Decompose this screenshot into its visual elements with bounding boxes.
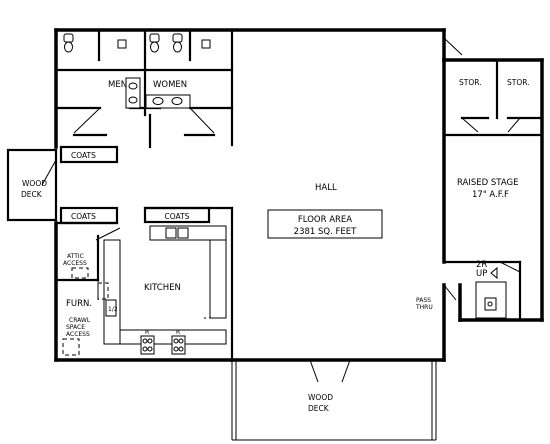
furn-label: FURN.	[66, 299, 92, 309]
wood-deck-bottom-line2: DECK	[308, 404, 330, 413]
wood-deck-left-line2: DECK	[21, 190, 43, 199]
svg-text:R: R	[145, 329, 149, 336]
floor-area-line1: FLOOR AREA	[298, 215, 352, 225]
svg-text:R: R	[176, 329, 180, 336]
hall: HALL FLOOR AREA 2381 SQ. FEET	[267, 183, 383, 239]
restroom-block: MEN WOMEN	[54, 28, 234, 149]
wood-deck-bottom-line1: WOOD	[308, 393, 333, 402]
stair-line1: 2R	[476, 260, 487, 270]
raised-stage-label: RAISED STAGE	[457, 178, 518, 188]
crawl-space-line3: ACCESS	[66, 331, 90, 338]
coats-kitchen-label: COATS	[165, 212, 190, 221]
hall-label: HALL	[315, 183, 337, 193]
coats-lower-label: COATS	[71, 212, 96, 221]
men-room-label: MEN	[108, 80, 127, 90]
right-wing: STOR. STOR. RAISED STAGE 17" A.F.F 2R UP…	[415, 37, 544, 322]
stair-line2: UP	[476, 269, 487, 279]
bottom-deck: WOOD DECK	[231, 359, 437, 441]
kitchen: COATS 1/2 R R KITCHEN ATTIC ACCESS FURN.	[54, 206, 234, 362]
attic-access-line1: ATTIC	[67, 253, 84, 260]
crawl-space-line1: CRAWL	[69, 317, 91, 324]
women-room-label: WOMEN	[153, 80, 187, 90]
wood-deck-left-line1: WOOD	[22, 179, 47, 188]
pass-thru-line1: PASS	[416, 297, 431, 304]
stor-right-label: STOR.	[507, 78, 530, 87]
crawl-space-line2: SPACE	[66, 324, 85, 331]
kitchen-label: KITCHEN	[144, 283, 181, 293]
stor-left-label: STOR.	[459, 78, 482, 87]
exterior-walls	[54, 28, 544, 362]
attic-access-line2: ACCESS	[63, 260, 87, 267]
coats-and-left-deck: COATS COATS WOOD DECK	[6, 145, 119, 225]
floor-area-line2: 2381 SQ. FEET	[294, 227, 357, 237]
svg-text:1/2: 1/2	[108, 306, 118, 313]
stage-height-label: 17" A.F.F	[472, 190, 509, 200]
pass-thru-line2: THRU	[415, 304, 433, 311]
coats-upper-label: COATS	[71, 151, 96, 160]
